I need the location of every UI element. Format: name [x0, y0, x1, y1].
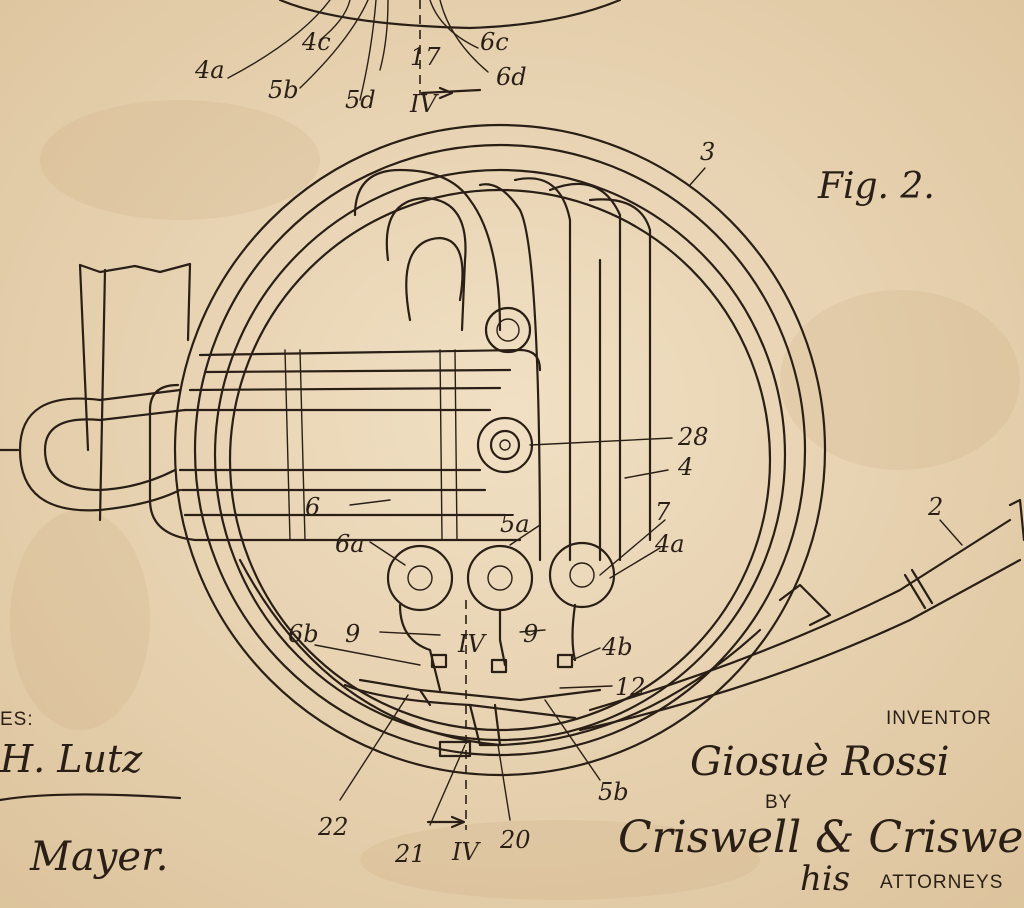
- label-4a: 4a: [654, 530, 685, 558]
- paper-stains: [10, 100, 1020, 900]
- top-label-5d: 5d: [345, 86, 376, 114]
- inventor-label: INVENTOR: [886, 708, 992, 729]
- label-4b: 4b: [601, 633, 633, 661]
- top-label-4c: 4c: [301, 28, 331, 56]
- label-12: 12: [615, 673, 646, 701]
- top-label-5b: 5b: [268, 76, 299, 104]
- attorneys-signature: Criswell & Criswell: [618, 812, 1024, 863]
- label-21: 21: [394, 840, 426, 868]
- label-2: 2: [927, 493, 943, 521]
- label-3: 3: [700, 138, 715, 166]
- attorneys-by-label: BY: [765, 792, 792, 813]
- label-6: 6: [305, 493, 320, 521]
- attorneys-his: his: [800, 859, 850, 899]
- witness-signature-flourish: [0, 793, 182, 802]
- inventor-signature: Giosuè Rossi: [690, 739, 950, 785]
- label-IV-bottom: IV: [451, 838, 481, 866]
- label-9-right: 9: [523, 620, 538, 648]
- label-6a: 6a: [335, 530, 365, 558]
- witness-signature-two: Mayer.: [29, 834, 169, 880]
- label-28: 28: [677, 423, 709, 451]
- label-7: 7: [655, 498, 671, 526]
- top-label-4a: 4a: [194, 56, 225, 84]
- witness-signature-one: H. Lutz: [0, 737, 143, 781]
- top-section-IV: IV: [409, 90, 439, 118]
- label-6b: 6b: [288, 620, 319, 648]
- label-5a: 5a: [500, 510, 530, 538]
- label-9-left: 9: [345, 620, 360, 648]
- label-IV-center: IV: [457, 630, 487, 658]
- top-partial-view: [227, 0, 622, 101]
- label-20: 20: [499, 826, 531, 854]
- top-label-6d: 6d: [496, 63, 527, 91]
- leader-lines: [314, 167, 963, 826]
- label-5b: 5b: [598, 778, 629, 806]
- figure-title: Fig. 2.: [817, 166, 935, 207]
- witnesses-label: ES:: [0, 709, 34, 730]
- top-label-6c: 6c: [480, 28, 509, 56]
- label-4: 4: [677, 453, 693, 481]
- attorneys-label: ATTORNEYS: [880, 872, 1003, 893]
- top-label-17: 17: [410, 43, 441, 71]
- label-22: 22: [317, 813, 349, 841]
